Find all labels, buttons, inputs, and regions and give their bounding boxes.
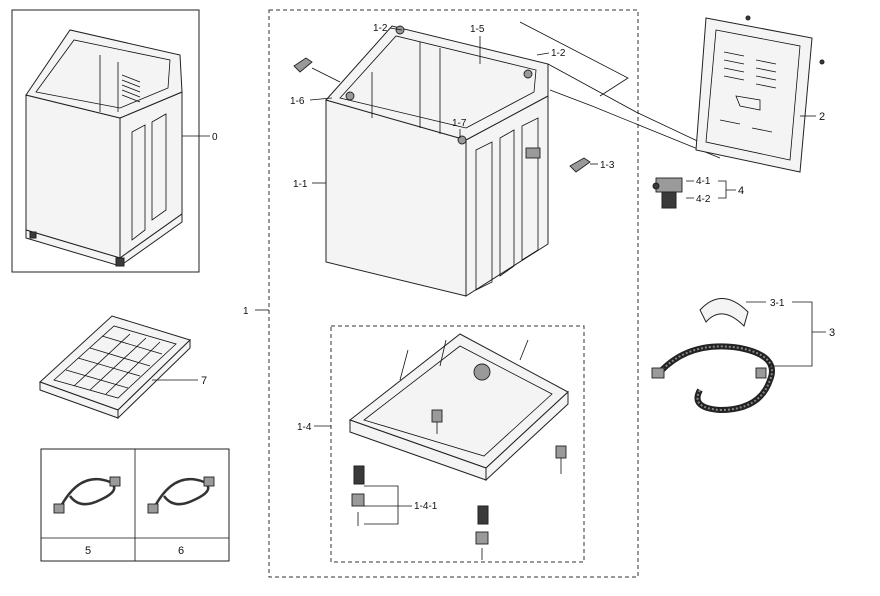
label-0: 0	[212, 132, 218, 143]
part-6-inlet-hose	[147, 476, 215, 514]
part-0-assembled-washer: 0	[11, 9, 218, 273]
label-2: 2	[819, 111, 825, 123]
part-4-water-valve: 4-1 4-2 4	[652, 176, 744, 209]
label-1-4: 1-4	[297, 422, 312, 433]
part-3-drain-hose: 3-1 3	[651, 298, 835, 414]
label-4-2: 4-2	[696, 194, 711, 205]
part-5-inlet-hose	[53, 476, 121, 514]
part-1-group: 1 1-1 1-2 1-2 1-5	[243, 9, 721, 578]
label-3-1: 3-1	[770, 298, 785, 309]
part-1-6-clip	[293, 57, 341, 83]
part-1-3-clip	[569, 157, 598, 173]
label-4-1: 4-1	[696, 176, 711, 187]
label-1-6: 1-6	[290, 96, 305, 107]
label-6: 6	[178, 545, 184, 557]
part-1-4-1-feet	[351, 409, 567, 560]
label-1-5: 1-5	[470, 24, 485, 35]
label-1-7: 1-7	[452, 118, 467, 129]
part-7-base-grid: 7	[39, 315, 207, 420]
label-1: 1	[243, 306, 249, 317]
parts-5-6-inlet-hoses: 5 6	[40, 448, 230, 562]
part-2-back-panel: 2	[695, 15, 825, 173]
label-4: 4	[738, 185, 744, 197]
label-3: 3	[829, 327, 835, 339]
label-1-3: 1-3	[600, 160, 615, 171]
label-1-2-left: 1-2	[373, 23, 388, 34]
label-7: 7	[201, 375, 207, 387]
label-1-4-1: 1-4-1	[414, 501, 438, 512]
part-1-1-cabinet: 1-1	[293, 25, 549, 297]
part-1-4-base-group: 1-4 1-4-1	[297, 325, 585, 563]
label-1-1: 1-1	[293, 179, 308, 190]
label-1-2-right: 1-2	[551, 48, 566, 59]
label-5: 5	[85, 545, 91, 557]
